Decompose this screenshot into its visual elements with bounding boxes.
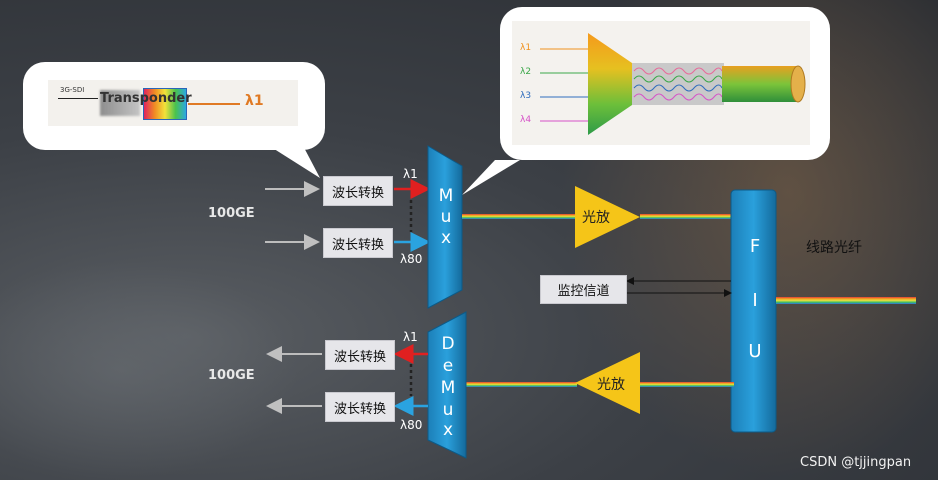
transponder-panel: 3G-SDI Transponder λ1 xyxy=(48,80,298,126)
transponder-output-line xyxy=(188,103,240,105)
monitor-channel-box: 监控信道 xyxy=(540,275,627,304)
transponder-input-line xyxy=(58,98,98,99)
demux-port-lambda1: λ1 xyxy=(403,330,418,344)
line-fiber-label: 线路光纤 xyxy=(806,240,862,256)
mux-port-lambda1: λ1 xyxy=(403,167,418,181)
transponder-output-lambda: λ1 xyxy=(245,93,264,109)
rx-wavelength-converter-1: 波长转换 xyxy=(325,340,395,370)
amplifier-bottom-label: 光放 xyxy=(597,377,625,393)
zoom-lambda-2: λ2 xyxy=(520,67,532,77)
transponder-input-label: 3G-SDI xyxy=(60,86,85,94)
mux-zoom-graphic xyxy=(540,33,806,135)
demux-letter: u xyxy=(442,400,454,420)
fiu-letter: U xyxy=(748,341,762,362)
transponder-title: Transponder xyxy=(100,91,192,106)
demux-letter: x xyxy=(442,420,454,440)
mux-zoom-callout: λ1 λ2 λ3 λ4 xyxy=(500,7,830,160)
mux-port-lambda80: λ80 xyxy=(400,252,423,266)
rx-client-rate: 100GE xyxy=(208,368,255,383)
demux-letter: e xyxy=(442,356,454,376)
mux-letter: M xyxy=(438,186,454,206)
amplifier-top-label: 光放 xyxy=(582,210,610,226)
mux-zoom-panel: λ1 λ2 λ3 λ4 xyxy=(512,21,810,145)
tx-client-rate: 100GE xyxy=(208,206,255,221)
tx-wavelength-converter-1: 波长转换 xyxy=(323,176,393,206)
background-glow xyxy=(0,260,300,480)
fiu-letter: I xyxy=(752,290,758,311)
demux-letter: D xyxy=(441,334,455,354)
fiu-letter: F xyxy=(749,236,761,257)
demux-port-lambda80: λ80 xyxy=(400,418,423,432)
watermark: CSDN @tjjingpan xyxy=(800,455,912,470)
mux-letter: u xyxy=(440,207,452,227)
mux-letter: x xyxy=(440,228,452,248)
demux-letter: M xyxy=(440,378,456,398)
zoom-lambda-4: λ4 xyxy=(520,115,532,125)
transponder-spectrum-block xyxy=(143,88,187,120)
rx-wavelength-converter-80: 波长转换 xyxy=(325,392,395,422)
transponder-callout: 3G-SDI Transponder λ1 xyxy=(23,62,325,150)
zoom-lambda-1: λ1 xyxy=(520,43,532,53)
zoom-lambda-3: λ3 xyxy=(520,91,532,101)
tx-wavelength-converter-80: 波长转换 xyxy=(323,228,393,258)
transponder-gray-block xyxy=(100,90,140,116)
